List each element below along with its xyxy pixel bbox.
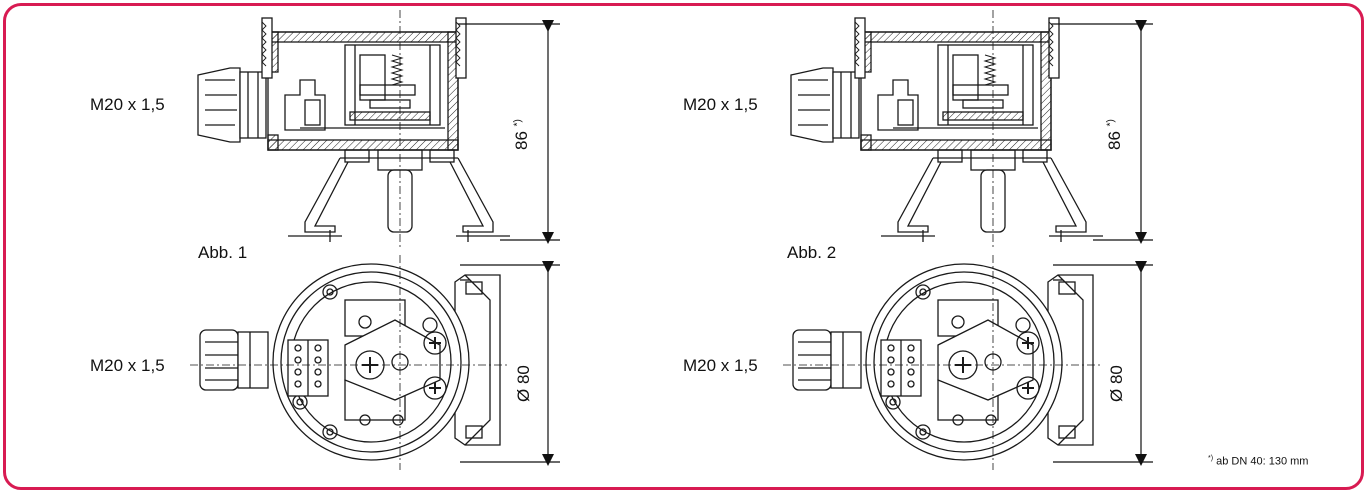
figure-2-diameter-dimension: [1053, 261, 1153, 466]
figure-2-top-view: [782, 254, 1104, 471]
footnote: *) ab DN 40: 130 mm: [1208, 455, 1309, 468]
figure-2-height-dimension: [1051, 20, 1153, 244]
figure-1-side-view: [197, 9, 511, 249]
figure-2-thread-label-side: M20 x 1,5: [683, 95, 758, 114]
figure-1-height-dimension: [458, 20, 560, 244]
figure-2-thread-label-top: M20 x 1,5: [683, 356, 758, 375]
figure-2-caption: Abb. 2: [787, 243, 837, 262]
figure-1-diameter-value: Ø 80: [514, 365, 533, 402]
figure-1-thread-label-top: M20 x 1,5: [90, 356, 165, 375]
figure-1-height-value: 86 *): [512, 119, 531, 150]
figure-1-top-view: [189, 254, 511, 471]
figure-2-diameter-value: Ø 80: [1107, 365, 1126, 402]
figure-1-caption: Abb. 1: [198, 243, 248, 262]
figure-1-thread-label-side: M20 x 1,5: [90, 95, 165, 114]
figure-2-height-value: 86 *): [1105, 119, 1124, 150]
figure-2-side-view: [790, 9, 1104, 249]
figure-1-diameter-dimension: [460, 261, 560, 466]
